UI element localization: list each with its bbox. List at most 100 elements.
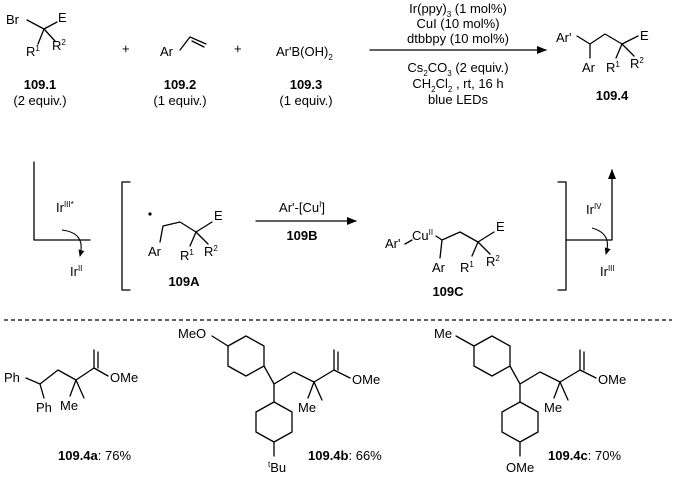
step-label-109B: 109B [286,228,317,243]
ex-b-ome: OMe [352,372,380,387]
ex-c-top-aryl-ring [473,335,511,377]
ir-iv-label: IrIV [586,202,602,217]
ex-c-ome: OMe [598,372,626,387]
ex-c-me: Me [544,400,562,415]
ir-iii-star-label: IrIII* [56,200,74,215]
condition-catalyst: Ir(ppy)3 (1 mol%) [409,1,507,19]
r1-label: R1 [26,44,40,59]
radical-substituent-bonds [189,231,209,247]
aryl-label: Ar [160,44,174,59]
ex-b-me: Me [298,400,316,415]
cu-complex-r2: R2 [486,254,500,269]
condition-solvent: CH2Cl2 , rt, 16 h [412,76,503,94]
ex-b-meo: MeO [178,326,206,341]
catalytic-line-left [33,161,91,241]
reagent-boronic-acid: Ar'B(OH)2 109.3 (1 equiv.) [276,44,333,108]
ex-b-bottom-aryl-ring [255,401,293,443]
mechanism: IrIII* IrII Ar E R1 R2 109A Ar'-[CuI] 10… [33,161,616,299]
bracket-left [121,181,131,291]
example-109-4c: Me OMe Me OMe 109.4c: 70% [434,326,626,475]
catalytic-line-right [565,169,616,241]
ex-c-chain [519,369,581,385]
ex-c-me-bond [455,335,475,347]
equiv-109-1: (2 equiv.) [13,93,66,108]
ex-b-chain [273,369,335,385]
cu-complex-e: E [496,219,505,234]
ex-c-aryl-ch-bond [509,365,521,385]
ex-c-caption: 109.4c: 70% [548,448,621,463]
ex-c-bottom-aryl-ring [501,401,539,443]
ex-a-caption: 109.4a: 76% [58,448,131,463]
r2-label: R2 [52,38,66,53]
ex-b-caption: 109.4b: 66% [308,448,382,463]
ex-c-ome-bottom: OMe [506,460,534,475]
ex-a-methyl-bonds [69,379,85,399]
ex-b-methyl-bonds [307,381,323,401]
radical-r1: R1 [180,248,194,263]
product-chain [576,33,639,45]
reaction-conditions: Ir(ppy)3 (1 mol%) CuI (10 mol%) dtbbpy (… [369,1,547,107]
step-reagent: Ar'-[CuI] [279,200,325,215]
bromide-substituent-bonds [37,28,56,45]
electron-transfer-arrow-left [61,229,85,257]
ex-a-chain [39,367,95,385]
ex-c-ester-o-bond [579,369,597,379]
product-ar: Ar [582,60,596,75]
cu-complex-aryl-bond [439,239,443,259]
reagent-styrene: Ar 109.2 (1 equiv.) [153,36,207,108]
cu-complex-ar-prime: Ar' [385,236,400,251]
ex-b-aryl-ch-bond [263,365,275,385]
cu-complex-r1: R1 [460,260,474,275]
ex-b-carbonyl [333,349,339,371]
ex-a-carbonyl [93,349,99,369]
plus-sign-1: + [122,41,130,56]
e-group-label: E [58,10,67,25]
product-e: E [640,28,649,43]
cu-complex-e-bond [477,231,495,243]
boronic-acid-label: Ar'B(OH)2 [276,44,333,62]
radical-chain [159,221,197,243]
compound-number-109-1: 109.1 [24,77,57,92]
compound-number-109-3: 109.3 [290,77,323,92]
radical-e: E [214,208,223,223]
ex-b-top-aryl-ring [227,335,265,377]
compound-number-109C: 109C [432,284,464,299]
product-ar-prime: Ar' [556,30,571,45]
cu-complex-substituent-bonds [471,241,491,257]
electron-transfer-arrow-right [591,227,611,255]
ex-b-ester-o-bond [333,369,351,379]
ex-a-ph-top: Ph [4,370,20,385]
cu-ii-label: CuII [412,228,433,243]
equiv-109-2: (1 equiv.) [153,93,206,108]
ir-iii-label: IrIII [600,264,615,279]
product-substituent-bonds [615,43,635,59]
ex-c-me-top: Me [434,326,452,341]
product-r1: R1 [606,60,620,75]
condition-light: blue LEDs [428,92,488,107]
reagent-alkyl-bromide: Br E R1 R2 109.1 (2 equiv.) [6,10,67,108]
ex-a-ph-bonds [25,377,45,399]
ex-b-tbu: tBu [268,460,286,475]
ex-a-ph-bottom: Ph [36,400,52,415]
ex-a-ome: OMe [110,370,138,385]
radical-r2: R2 [204,244,218,259]
compound-number-109-2: 109.2 [164,77,197,92]
vinyl-double-bond [191,40,205,48]
equiv-109-3: (1 equiv.) [279,93,332,108]
plus-sign-2: + [234,41,242,56]
condition-ligand: dtbbpy (10 mol%) [407,31,509,46]
ex-a-me: Me [60,398,78,413]
ar-cu-bond [404,239,413,245]
ex-c-methyl-bonds [553,381,569,401]
compound-number-109-4: 109.4 [596,88,629,103]
example-109-4a: Ph Ph OMe Me 109.4a: 76% [4,349,138,463]
ex-b-meo-bond [211,335,229,347]
bromine-label: Br [6,12,20,27]
radical-e-bond [195,221,213,233]
vinyl-bonds [179,36,207,51]
product-r2: R2 [630,56,644,71]
ir-ii-label: IrII [70,264,82,279]
radical-ar: Ar [148,244,162,259]
compound-number-109A: 109A [168,274,200,289]
